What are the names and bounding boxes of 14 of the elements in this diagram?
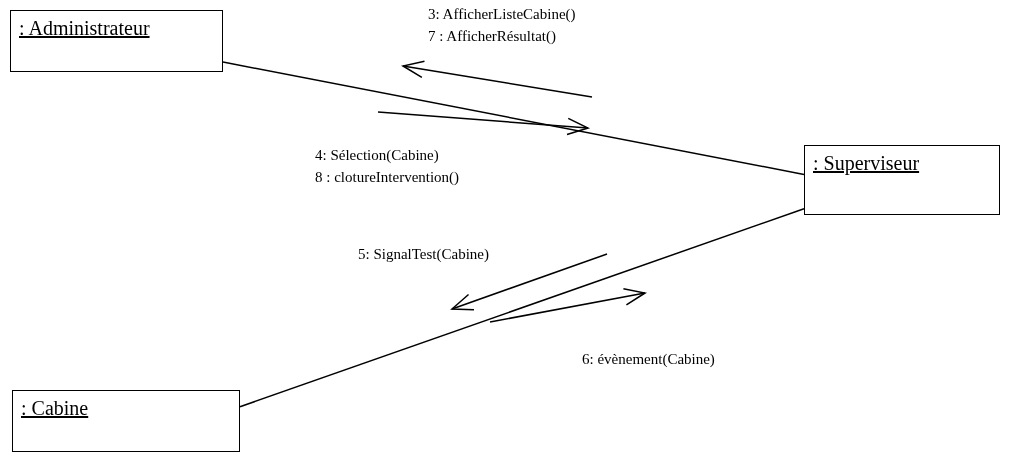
object-name: : Administrateur	[19, 17, 150, 40]
object-box	[12, 390, 240, 452]
object-box	[10, 10, 223, 72]
message-label: 7 : AfficherRésultat()	[428, 28, 557, 45]
object-name: : Superviseur	[813, 152, 920, 175]
message-label: 5: SignalTest(Cabine)	[358, 246, 489, 263]
message-label: 3: AfficherListeCabine()	[428, 6, 576, 23]
association-line	[222, 61, 805, 176]
object-name: : Cabine	[21, 397, 89, 420]
message-label: 6: évènement(Cabine)	[582, 351, 715, 368]
association-line	[239, 207, 805, 408]
message-label: 8 : clotureIntervention()	[315, 169, 460, 186]
message-label: 4: Sélection(Cabine)	[315, 147, 439, 164]
object-box	[804, 145, 1000, 215]
